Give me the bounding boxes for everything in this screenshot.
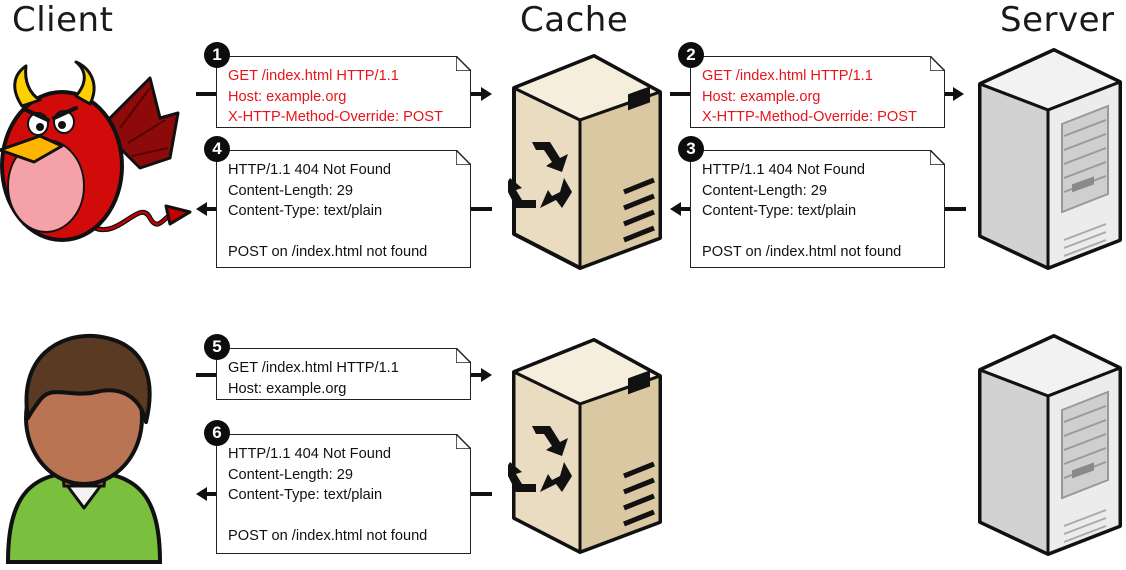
recycle-icon: [508, 426, 572, 492]
message-4-line-3: Content-Type: text/plain: [228, 203, 383, 220]
message-3-line-2: Content-Length: 29: [702, 182, 827, 199]
message-note-3: HTTP/1.1 404 Not Found Content-Length: 2…: [690, 150, 945, 268]
server-column-title: Server: [1000, 0, 1115, 40]
message-4-line-2: Content-Length: 29: [228, 182, 353, 199]
message-1-line-3: X-HTTP-Method-Override: POST: [228, 109, 443, 126]
message-3-line-3: Content-Type: text/plain: [702, 203, 857, 220]
message-1-line-1: GET /index.html HTTP/1.1: [228, 68, 399, 84]
message-2-line-3: X-HTTP-Method-Override: POST: [702, 109, 917, 126]
step-badge-6: 6: [204, 420, 230, 446]
message-1-line-2: Host: example.org: [228, 88, 347, 105]
message-2-line-2: Host: example.org: [702, 88, 821, 105]
message-note-6: HTTP/1.1 404 Not Found Content-Length: 2…: [216, 434, 471, 554]
step-badge-2: 2: [678, 42, 704, 68]
message-6-line-3: Content-Type: text/plain: [228, 487, 383, 504]
message-note-4: HTTP/1.1 404 Not Found Content-Length: 2…: [216, 150, 471, 268]
message-note-1: GET /index.html HTTP/1.1 Host: example.o…: [216, 56, 471, 128]
message-6-line-2: Content-Length: 29: [228, 466, 353, 483]
step-badge-1: 1: [204, 42, 230, 68]
client-column-title: Client: [12, 0, 114, 40]
step-badge-5: 5: [204, 334, 230, 360]
message-3-line-1: HTTP/1.1 404 Not Found: [702, 162, 866, 178]
message-3-line-4: [702, 222, 936, 243]
message-5-line-1: GET /index.html HTTP/1.1: [228, 360, 399, 376]
message-4-line-4: [228, 222, 462, 243]
message-3-line-5: POST on /index.html not found: [702, 244, 902, 261]
message-5-line-2: Host: example.org: [228, 380, 347, 397]
step-badge-4: 4: [204, 136, 230, 162]
user-client-icon: [5, 333, 163, 564]
message-4-line-5: POST on /index.html not found: [228, 244, 428, 261]
cache-column-title: Cache: [520, 0, 629, 40]
cache-server-icon-bottom: [508, 338, 662, 554]
devil-client-icon: [0, 60, 192, 242]
step-badge-3: 3: [678, 136, 704, 162]
message-2-line-1: GET /index.html HTTP/1.1: [702, 68, 873, 84]
message-6-line-4: [228, 506, 462, 527]
message-6-line-1: HTTP/1.1 404 Not Found: [228, 446, 392, 462]
cache-server-icon-top: [508, 54, 662, 270]
message-4-line-1: HTTP/1.1 404 Not Found: [228, 162, 392, 178]
recycle-icon: [508, 142, 572, 208]
origin-server-icon-top: [978, 48, 1122, 270]
message-note-2: GET /index.html HTTP/1.1 Host: example.o…: [690, 56, 945, 128]
origin-server-icon-bottom: [978, 334, 1122, 556]
message-note-5: GET /index.html HTTP/1.1 Host: example.o…: [216, 348, 471, 400]
message-6-line-5: POST on /index.html not found: [228, 528, 428, 545]
